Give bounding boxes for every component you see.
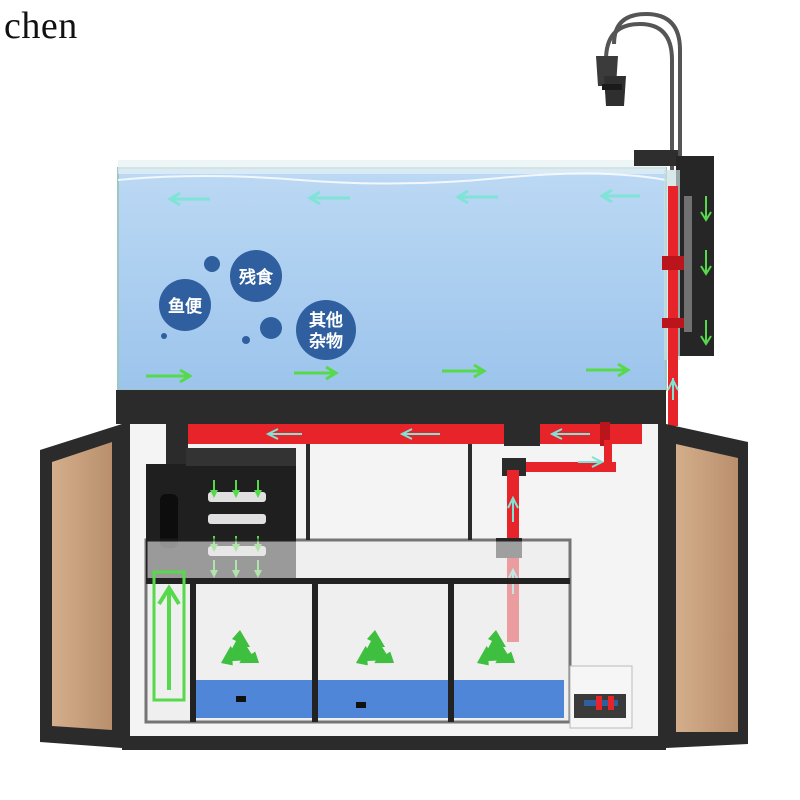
waste-bubbles: 残食 鱼便 其他 杂物 [159,250,356,360]
flow-arrow-icon [599,188,640,204]
sump-tank [144,538,633,729]
flow-arrow-icon [307,190,350,206]
flow-arrow-icon [442,363,487,379]
flow-arrow-icon [294,365,339,381]
flow-arrow-icon [146,368,193,384]
flow-arrow-icon [455,189,498,205]
watermark-text: chen [4,5,78,47]
label-leftover-food: 残食 [239,267,274,288]
label-other-line1: 其他 [309,310,343,331]
pump-icon [574,694,626,718]
drain-pipe [166,422,642,470]
label-other-line2: 杂物 [309,331,343,352]
light-lamp-icon [596,11,682,170]
label-fish-waste: 鱼便 [168,296,203,317]
cabinet-door-left[interactable] [40,424,122,748]
cabinet-door-right[interactable] [666,424,748,748]
bubble-other [296,300,356,360]
display-tank [117,160,667,391]
flow-arrows-bottom [146,362,631,384]
bubble-fish-waste [159,279,211,331]
bubble-leftover-food [230,250,282,302]
flow-arrow-icon [167,191,210,207]
flow-arrows-top [167,188,640,207]
flow-arrow-icon [586,362,631,378]
